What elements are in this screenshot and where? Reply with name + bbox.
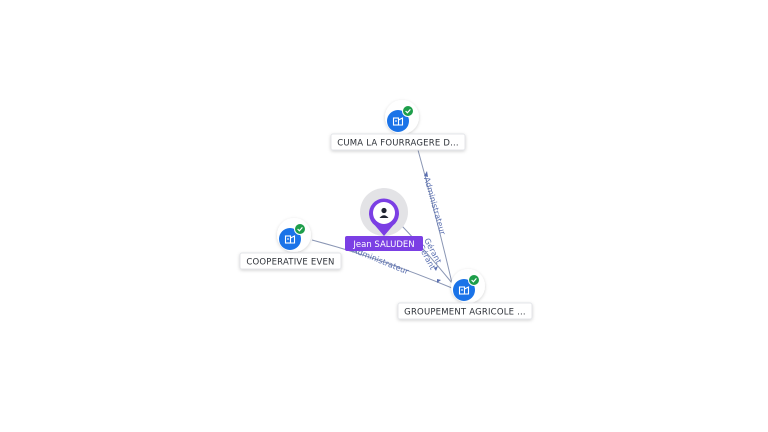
edge-arrow-icon [424, 171, 428, 177]
person-icon [379, 207, 389, 218]
edge-arrow-icon [434, 266, 438, 271]
node-cooperative[interactable]: COOPERATIVE EVEN [239, 218, 342, 270]
node-label-cooperative: COOPERATIVE EVEN [246, 258, 334, 268]
node-label-groupement: GROUPEMENT AGRICOLE ... [404, 308, 526, 318]
node-label-cuma: CUMA LA FOURRAGERE D... [337, 139, 459, 149]
check-badge-icon [471, 278, 477, 283]
check-badge-icon [297, 227, 303, 232]
building-icon [284, 235, 296, 244]
node-cuma[interactable]: CUMA LA FOURRAGERE D... [330, 100, 466, 151]
node-label-person: Jean SALUDEN [352, 240, 414, 250]
check-badge-icon [405, 109, 411, 114]
edge-arrow-icon [437, 279, 441, 283]
node-person[interactable]: Jean SALUDEN [345, 188, 423, 251]
edge-cuma-groupement[interactable] [417, 149, 453, 284]
edge-label-cuma-groupement: Administrateur [422, 176, 447, 236]
building-icon [392, 117, 404, 126]
edge-cooperative-groupement[interactable] [311, 239, 453, 289]
node-groupement[interactable]: GROUPEMENT AGRICOLE ... [397, 269, 533, 320]
edge-person-groupement[interactable] [401, 225, 453, 284]
building-icon [458, 286, 470, 295]
